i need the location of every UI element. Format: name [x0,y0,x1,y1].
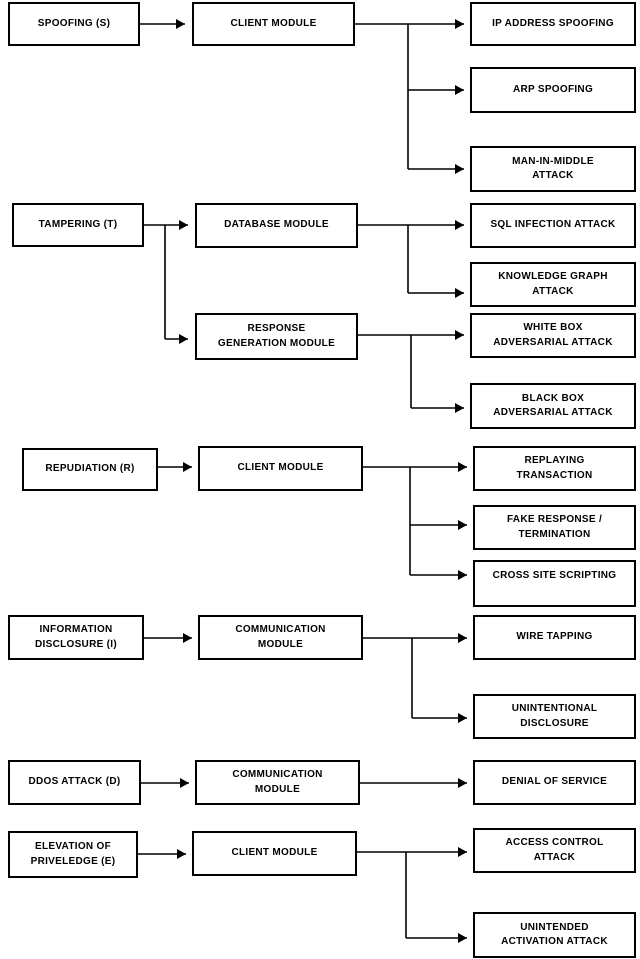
node-attack-n11: WHITE BOX ADVERSARIAL ATTACK [470,313,636,358]
node-label: ELEVATION OF PRIVELEDGE (E) [30,841,116,867]
arrow-to-arp-spoofing [455,85,464,95]
node-label: DENIAL OF SERVICE [501,776,608,788]
node-threat-n25: ELEVATION OF PRIVELEDGE (E) [8,831,138,878]
arrow-to-replaying-transaction [458,462,467,472]
node-threat-n1: SPOOFING (S) [8,2,140,46]
arrow-to-wire-tapping [458,633,467,643]
arrow-to-knowledge-graph [455,288,464,298]
node-label: BLACK BOX ADVERSARIAL ATTACK [493,392,613,419]
arrow-to-access-control [458,847,467,857]
node-attack-n8: SQL INFECTION ATTACK [470,203,636,248]
node-attack-n16: FAKE RESPONSE / TERMINATION [473,505,636,550]
node-attack-n27: ACCESS CONTROL ATTACK [473,828,636,873]
node-attack-n17: CROSS SITE SCRIPTING [473,560,636,607]
node-label: SPOOFING (S) [37,17,111,29]
node-threat-n18: INFORMATION DISCLOSURE (I) [8,615,144,660]
arrow-to-client-module-spoofing [176,19,185,29]
arrow-to-communication-module-d [180,778,189,788]
node-threat-n6: TAMPERING (T) [12,203,144,247]
node-module-n2: CLIENT MODULE [192,2,355,46]
node-label: WHITE BOX ADVERSARIAL ATTACK [493,322,613,348]
node-label: REPLAYING TRANSACTION [516,455,593,481]
arrow-to-response-generation [179,334,188,344]
node-label: UNINTENDED ACTIVATION ATTACK [501,921,608,948]
arrow-to-unintended-activation [458,933,467,943]
node-module-n10: RESPONSE GENERATION MODULE [195,313,358,360]
node-label: INFORMATION DISCLOSURE (I) [35,624,117,650]
arrow-to-man-in-middle [455,164,464,174]
node-label: CLIENT MODULE [231,847,318,859]
node-label: UNINTENTIONAL DISCLOSURE [511,703,598,729]
node-label: CROSS SITE SCRIPTING [492,570,617,581]
node-attack-n5: MAN-IN-MIDDLE ATTACK [470,146,636,192]
node-module-n19: COMMUNICATION MODULE [198,615,363,660]
arrow-to-black-box [455,403,464,413]
node-attack-n21: UNINTENTIONAL DISCLOSURE [473,694,636,739]
arrow-to-white-box [455,330,464,340]
node-label: CLIENT MODULE [237,462,324,474]
arrow-to-client-module-eop [177,849,186,859]
node-attack-n15: REPLAYING TRANSACTION [473,446,636,491]
node-threat-n22: DDOS ATTACK (D) [8,760,141,805]
node-module-n14: CLIENT MODULE [198,446,363,491]
node-label: REPUDIATION (R) [45,463,135,475]
node-label: FAKE RESPONSE / TERMINATION [506,514,603,540]
arrow-to-denial-of-service [458,778,467,788]
node-label: IP ADDRESS SPOOFING [492,17,614,29]
node-label: TAMPERING (T) [38,218,118,230]
arrow-to-sql-infection [455,220,464,230]
arrow-to-cross-site-scripting [458,570,467,580]
node-module-n26: CLIENT MODULE [192,831,357,876]
node-label: COMMUNICATION MODULE [232,769,323,795]
arrow-to-communication-module-i [183,633,192,643]
arrow-to-fake-response [458,520,467,530]
node-label: MAN-IN-MIDDLE ATTACK [512,155,594,182]
node-attack-n28: UNINTENDED ACTIVATION ATTACK [473,912,636,958]
node-label: COMMUNICATION MODULE [235,624,326,650]
node-module-n23: COMMUNICATION MODULE [195,760,360,805]
node-label: SQL INFECTION ATTACK [490,219,616,231]
arrow-to-ip-address-spoofing [455,19,464,29]
node-attack-n20: WIRE TAPPING [473,615,636,660]
node-label: KNOWLEDGE GRAPH ATTACK [498,271,608,297]
node-module-n7: DATABASE MODULE [195,203,358,248]
node-attack-n24: DENIAL OF SERVICE [473,760,636,805]
node-label: DATABASE MODULE [224,219,329,231]
node-threat-n13: REPUDIATION (R) [22,448,158,491]
node-label: WIRE TAPPING [516,631,593,643]
node-label: ACCESS CONTROL ATTACK [505,837,604,863]
node-attack-n4: ARP SPOOFING [470,67,636,113]
arrow-to-client-module-repudiation [183,462,192,472]
arrow-to-unintentional-disclosure [458,713,467,723]
node-label: ARP SPOOFING [512,83,594,95]
node-attack-n9: KNOWLEDGE GRAPH ATTACK [470,262,636,307]
node-label: DDOS ATTACK (D) [28,776,121,788]
arrow-to-database-module [179,220,188,230]
node-attack-n3: IP ADDRESS SPOOFING [470,2,636,46]
node-label: CLIENT MODULE [230,17,317,29]
node-attack-n12: BLACK BOX ADVERSARIAL ATTACK [470,383,636,429]
node-label: RESPONSE GENERATION MODULE [217,323,336,349]
